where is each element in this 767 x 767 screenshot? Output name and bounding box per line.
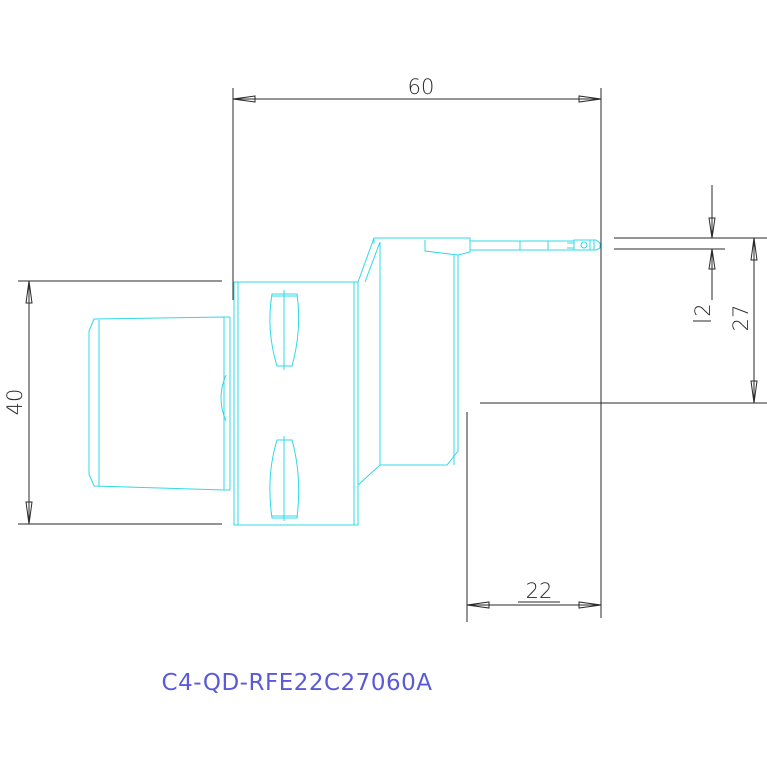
tool-holder-outline xyxy=(88,237,601,526)
dimension-height-label: 27 xyxy=(729,305,753,332)
dimension-overall-length: 60 xyxy=(232,75,602,618)
part-code-label: C4-QD-RFE22C27060A xyxy=(162,670,433,696)
dimension-tip-offset-label: 2 xyxy=(691,303,715,316)
dimension-min-bore-length: 22 xyxy=(466,412,602,622)
dimension-min-bore-length-label: 22 xyxy=(526,579,553,603)
dimension-height: 27 xyxy=(480,237,767,404)
dimension-clamping-height-label: 40 xyxy=(3,389,27,416)
dimension-tip-offset: 2 xyxy=(614,185,767,322)
dimension-clamping-height: 40 xyxy=(3,280,222,525)
dimension-overall-length-label: 60 xyxy=(408,75,435,99)
